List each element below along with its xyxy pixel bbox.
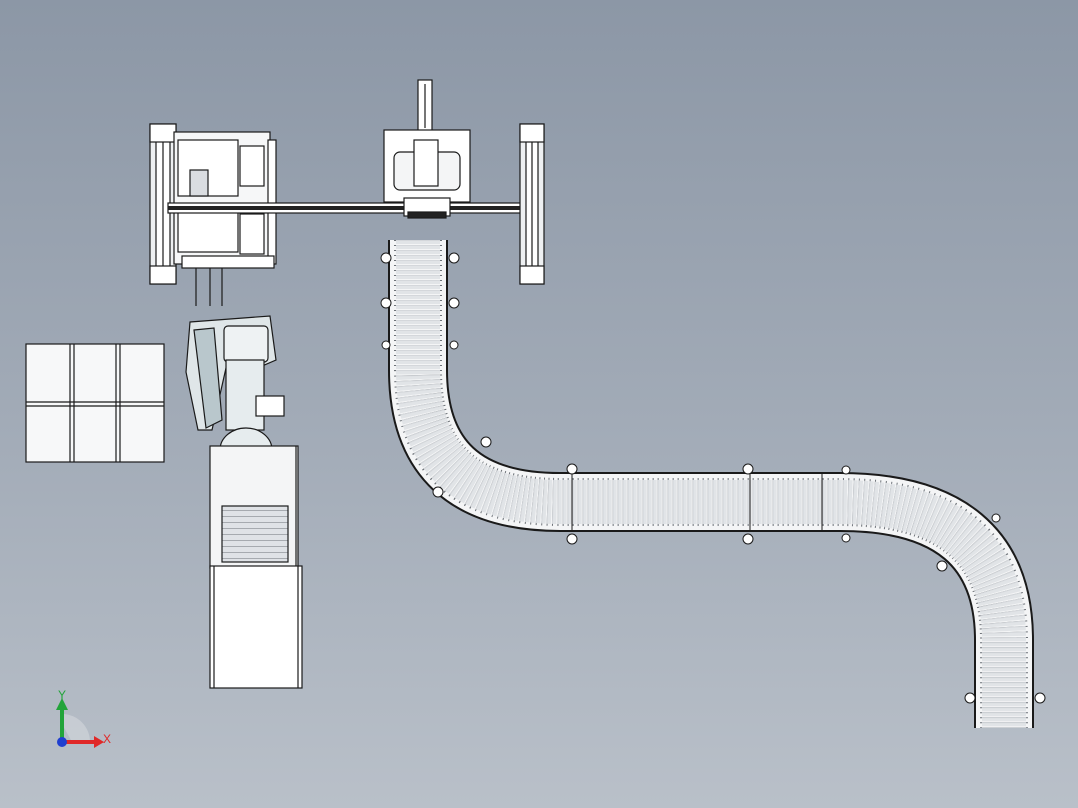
coordinate-triad xyxy=(56,698,104,748)
axis-x-label: X xyxy=(103,732,112,746)
left-frame[interactable] xyxy=(149,123,277,306)
axis-y-label: Y xyxy=(58,688,67,702)
roller-conveyor[interactable] xyxy=(380,240,1046,728)
gantry-beam[interactable] xyxy=(167,202,531,214)
center-gripper-station[interactable] xyxy=(383,79,471,219)
pallet[interactable] xyxy=(25,343,165,463)
right-frame[interactable] xyxy=(519,123,545,285)
robot-base[interactable] xyxy=(209,445,303,689)
